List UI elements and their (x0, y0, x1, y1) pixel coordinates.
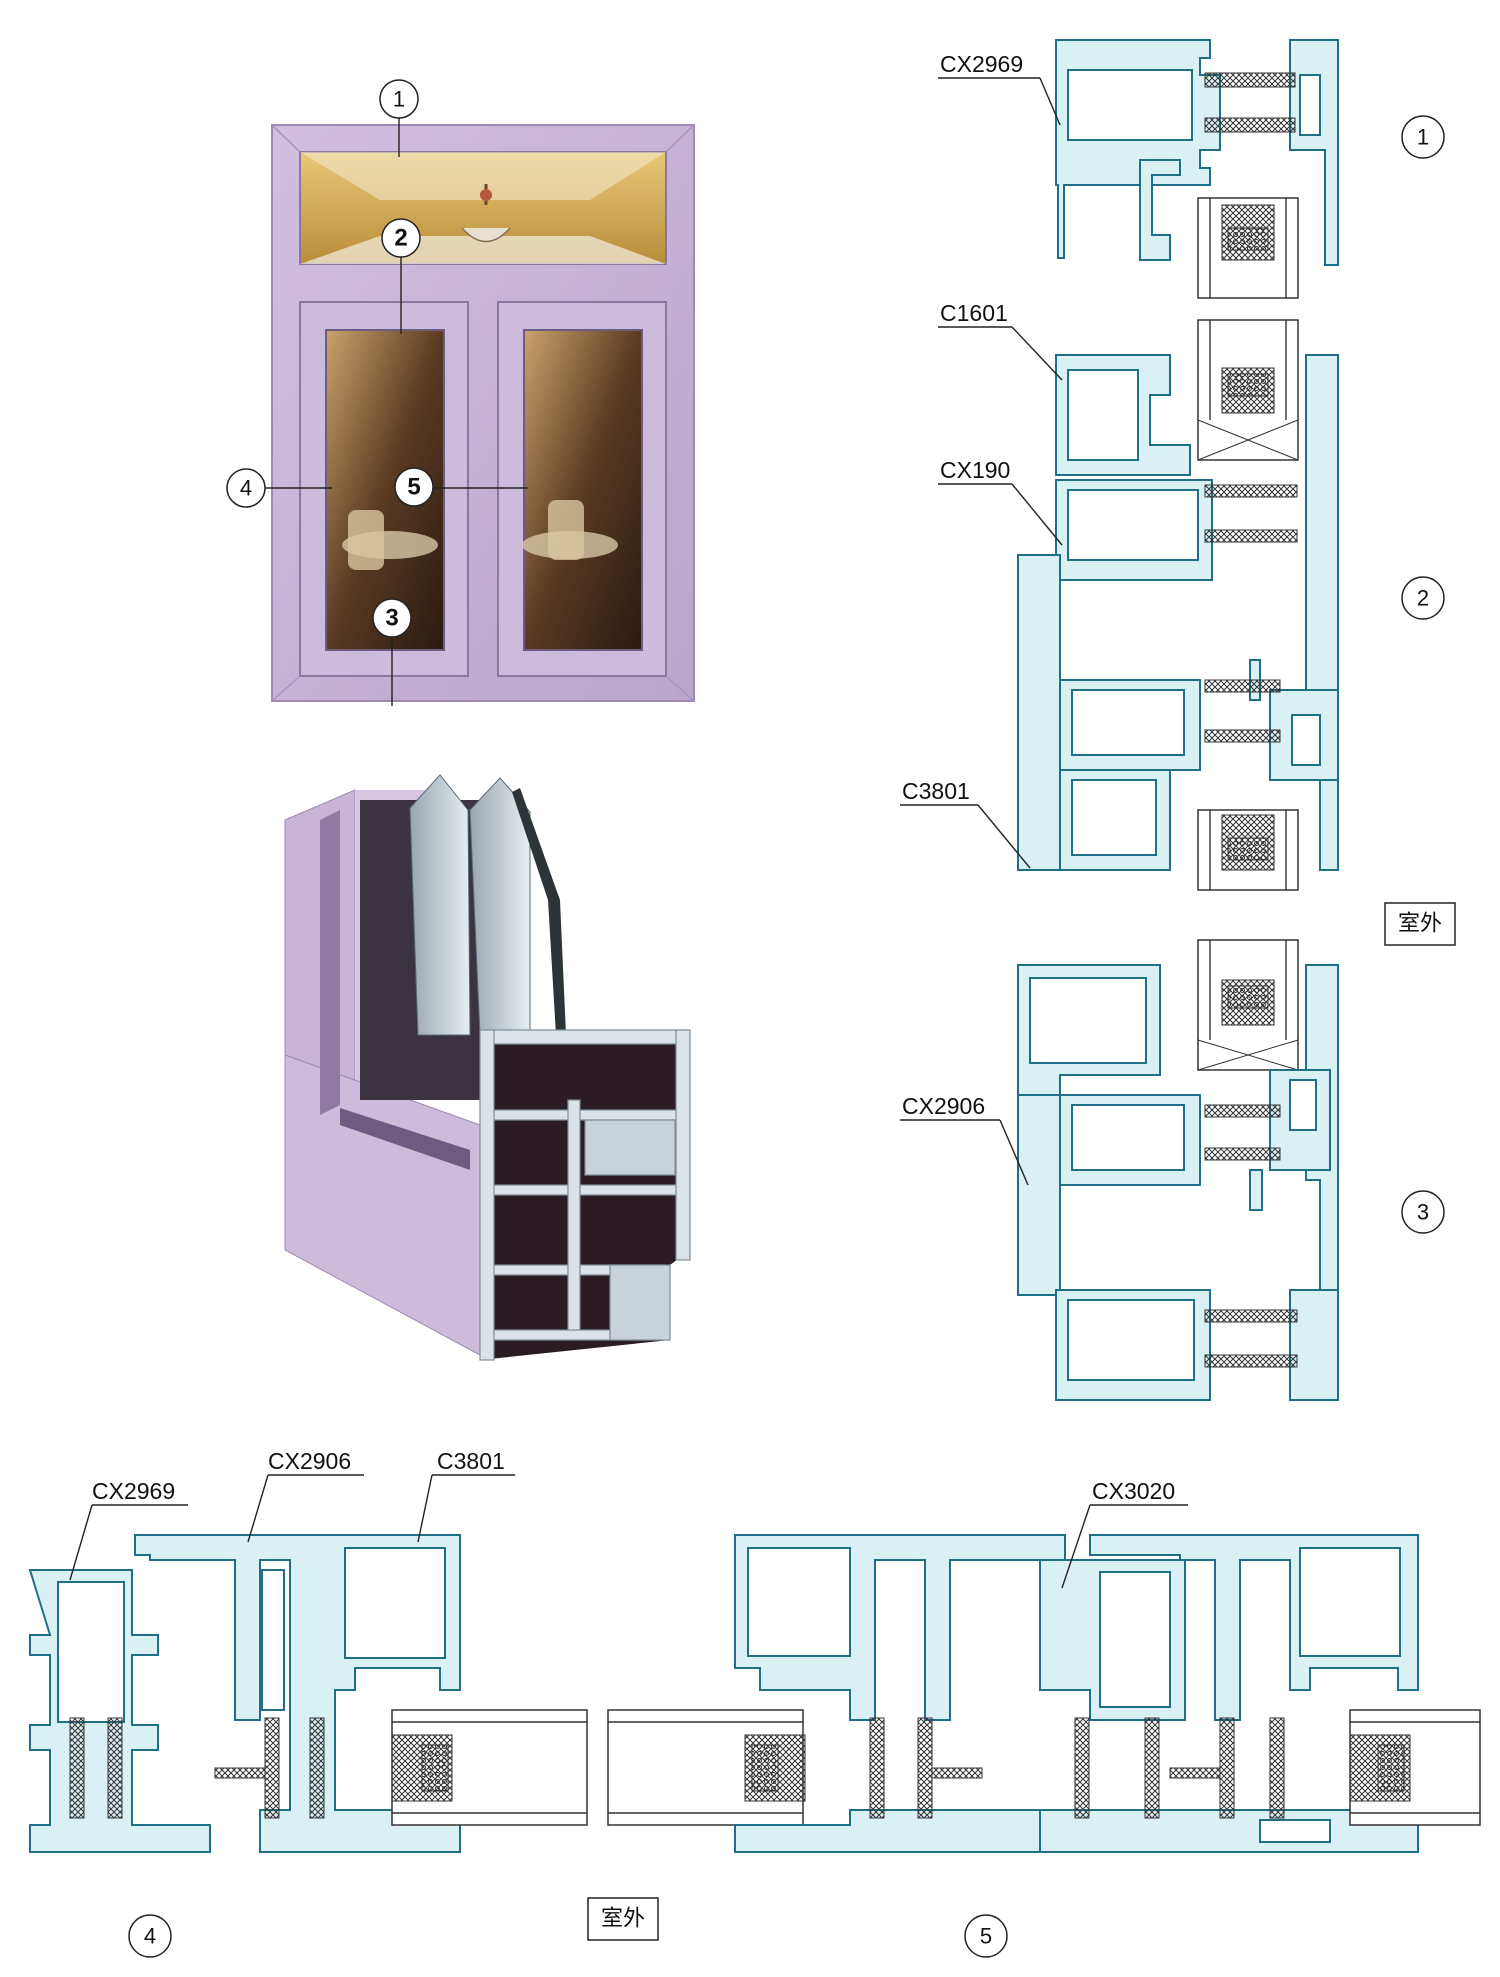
callout-3: 3 (372, 598, 412, 638)
callout-1: 1 (379, 79, 419, 119)
thermal-strip (214, 1767, 266, 1779)
thermal-strip (931, 1767, 983, 1779)
thermal-strip (1204, 679, 1281, 693)
thermal-strip (1204, 117, 1296, 133)
thermal-strip (1169, 1767, 1221, 1779)
outside-label-bottom: 室外 (587, 1897, 659, 1941)
right-sash-glass (523, 329, 643, 651)
label-c3801-bottom: C3801 (437, 1448, 505, 1474)
section-1-profile (1055, 39, 1339, 266)
section-2-profile (1017, 319, 1339, 871)
thermal-strip (69, 1717, 85, 1819)
thermal-strip (1204, 529, 1298, 543)
window-elevation: 1 2 4 5 3 (226, 79, 695, 706)
chandelier-icon (461, 184, 511, 243)
glass-unit (1349, 1709, 1481, 1826)
svg-text:5: 5 (980, 1924, 992, 1949)
glass-unit (1197, 197, 1299, 299)
thermal-strip (1074, 1717, 1090, 1819)
thermal-strip (1204, 484, 1298, 498)
callout-2: 2 (381, 218, 421, 258)
thermal-strip (1204, 1147, 1281, 1161)
thermal-strip (107, 1717, 123, 1819)
svg-text:4: 4 (144, 1924, 156, 1949)
svg-text:1: 1 (1417, 125, 1429, 150)
callout-4: 4 (226, 468, 266, 508)
section-5-glass-left (607, 1709, 806, 1826)
thermal-strip (1144, 1717, 1160, 1819)
svg-text:3: 3 (1417, 1200, 1429, 1225)
label-cx2969-right: CX2969 (940, 51, 1023, 77)
thermal-strip (1204, 1354, 1298, 1368)
svg-text:4: 4 (240, 476, 252, 501)
thermal-strip (869, 1717, 885, 1819)
thermal-strip (1204, 1309, 1298, 1323)
section-marker-1: 1 (1401, 115, 1445, 159)
label-cx2906-bottom: CX2906 (268, 1448, 351, 1474)
thermal-strip (309, 1717, 325, 1819)
svg-text:室外: 室外 (601, 1907, 645, 1932)
thermal-strip (1204, 729, 1281, 743)
label-cx2969-bottom: CX2969 (92, 1478, 175, 1504)
section-3-profile (1017, 939, 1339, 1401)
section-drawings-vertical: CX2969 C1601 CX190 C3801 CX2906 1 2 3 室外 (900, 39, 1456, 1401)
thermal-strip (1204, 1104, 1281, 1118)
section-drawings-horizontal: CX2969 CX2906 C3801 CX3020 4 5 室外 (28, 1448, 1481, 1958)
label-cx190: CX190 (940, 457, 1010, 483)
section-marker-2: 2 (1401, 576, 1445, 620)
label-cx3020: CX3020 (1092, 1478, 1175, 1504)
section-5-profile (734, 1534, 1419, 1853)
glass-unit (1197, 809, 1299, 891)
label-cx2906-right: CX2906 (902, 1093, 985, 1119)
svg-text:1: 1 (393, 87, 405, 112)
svg-text:5: 5 (407, 474, 420, 501)
label-c1601: C1601 (940, 300, 1008, 326)
section-marker-5: 5 (964, 1914, 1008, 1958)
svg-text:室外: 室外 (1398, 912, 1442, 937)
section-marker-3: 3 (1401, 1190, 1445, 1234)
thermal-strip (1269, 1717, 1285, 1819)
thermal-strip (264, 1717, 280, 1819)
svg-text:3: 3 (385, 605, 398, 632)
outside-label-right: 室外 (1384, 902, 1456, 946)
thermal-strip (917, 1717, 933, 1819)
glass-unit (391, 1709, 588, 1826)
svg-text:2: 2 (394, 225, 407, 252)
label-c3801-right: C3801 (902, 778, 970, 804)
svg-text:2: 2 (1417, 586, 1429, 611)
thermal-strip (1219, 1717, 1235, 1819)
section-marker-4: 4 (128, 1914, 172, 1958)
thermal-strip (1204, 72, 1296, 88)
callout-5: 5 (394, 467, 434, 507)
profile-3d-cutaway (284, 774, 691, 1361)
